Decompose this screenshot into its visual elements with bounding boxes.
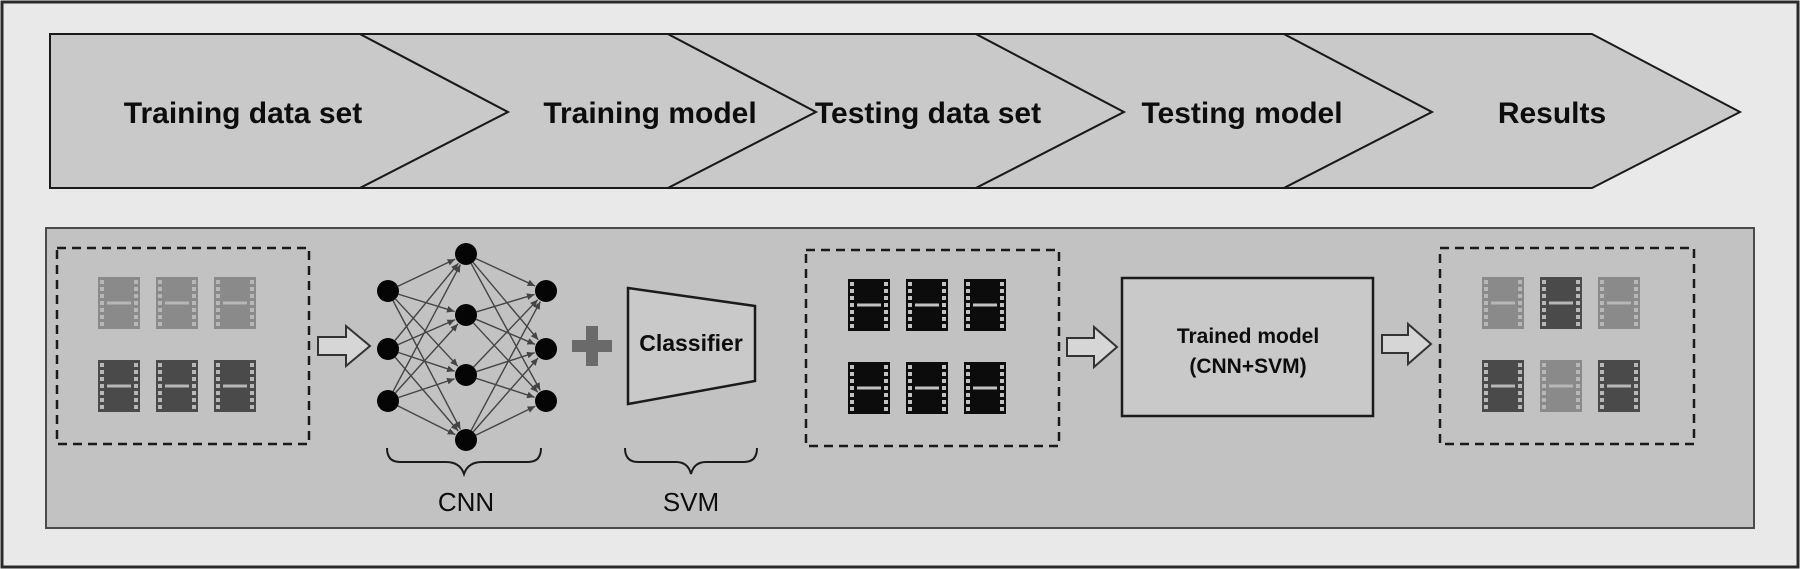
network-edge (392, 264, 461, 392)
training-data-frame (55, 246, 311, 446)
trained-model-line1: Trained model (1177, 325, 1319, 348)
dark-film-icon (1598, 360, 1640, 412)
workflow-panel (45, 227, 1755, 529)
network-edge (473, 299, 539, 368)
network-edge (476, 293, 535, 313)
results-frame (1438, 246, 1696, 446)
black-film-icon (964, 279, 1006, 331)
step-results (1283, 33, 1743, 189)
testing-data-frame (804, 248, 1061, 448)
light-film-icon (1482, 277, 1524, 329)
black-film-icon (848, 279, 890, 331)
step-label-testing-model: Testing model (1141, 97, 1342, 130)
black-film-icon (848, 362, 890, 414)
step-label-results: Results (1498, 97, 1606, 130)
cnn-neural-network (377, 243, 557, 451)
light-film-icon (1540, 360, 1582, 412)
network-edge (397, 319, 456, 346)
network-node (455, 243, 477, 265)
dark-film-icon (98, 360, 140, 412)
network-node (535, 390, 557, 412)
cnn-brace (386, 447, 542, 478)
dark-film-icon (214, 360, 256, 412)
light-film-icon (214, 277, 256, 329)
classifier-label: Classifier (639, 330, 743, 356)
network-node (455, 429, 477, 451)
classifier-shape (626, 286, 757, 406)
network-node (455, 364, 477, 386)
testing-data-films (848, 279, 1006, 414)
black-film-icon (906, 279, 948, 331)
network-node (377, 390, 399, 412)
cnn-label: CNN (438, 487, 494, 517)
trained-model-line2: (CNN+SVM) (1189, 355, 1306, 378)
dark-film-icon (1482, 360, 1524, 412)
svm-brace (624, 447, 758, 475)
network-node (377, 280, 399, 302)
hollow-arrow-3 (1381, 321, 1433, 367)
network-edge (394, 323, 459, 394)
network-edge (392, 300, 462, 430)
plus-icon (572, 326, 612, 366)
light-film-icon (156, 277, 198, 329)
dark-film-icon (1540, 277, 1582, 329)
network-edge (475, 318, 536, 345)
network-node (535, 338, 557, 360)
black-film-icon (964, 362, 1006, 414)
network-edge (476, 351, 535, 373)
dark-film-icon (156, 360, 198, 412)
network-edge (394, 356, 459, 432)
network-edge (472, 357, 539, 433)
light-film-icon (98, 277, 140, 329)
network-edge (394, 262, 459, 341)
step-label-training-model: Training model (543, 97, 756, 130)
network-node (377, 338, 399, 360)
network-edge (470, 301, 541, 431)
light-film-icon (1598, 277, 1640, 329)
step-label-testing-data-set: Testing data set (815, 97, 1041, 130)
results-films (1482, 277, 1640, 412)
hollow-arrow-1 (317, 323, 372, 369)
network-edge (397, 405, 456, 436)
pipeline-bar: Training data set Training model Testing… (49, 33, 1743, 189)
network-edge (475, 257, 536, 287)
network-node (535, 280, 557, 302)
trained-model-box (1120, 276, 1375, 418)
network-edges (392, 257, 541, 436)
step-label-training-data-set: Training data set (124, 97, 362, 130)
svm-label: SVM (663, 487, 719, 517)
training-data-films (98, 277, 256, 412)
network-edge (476, 377, 535, 399)
network-edge (472, 322, 539, 393)
network-edge (398, 351, 455, 373)
network-node (455, 304, 477, 326)
network-edge (397, 258, 456, 287)
hollow-arrow-2 (1066, 324, 1119, 370)
network-edge (398, 377, 455, 399)
black-film-icon (906, 362, 948, 414)
network-edge (475, 405, 536, 436)
